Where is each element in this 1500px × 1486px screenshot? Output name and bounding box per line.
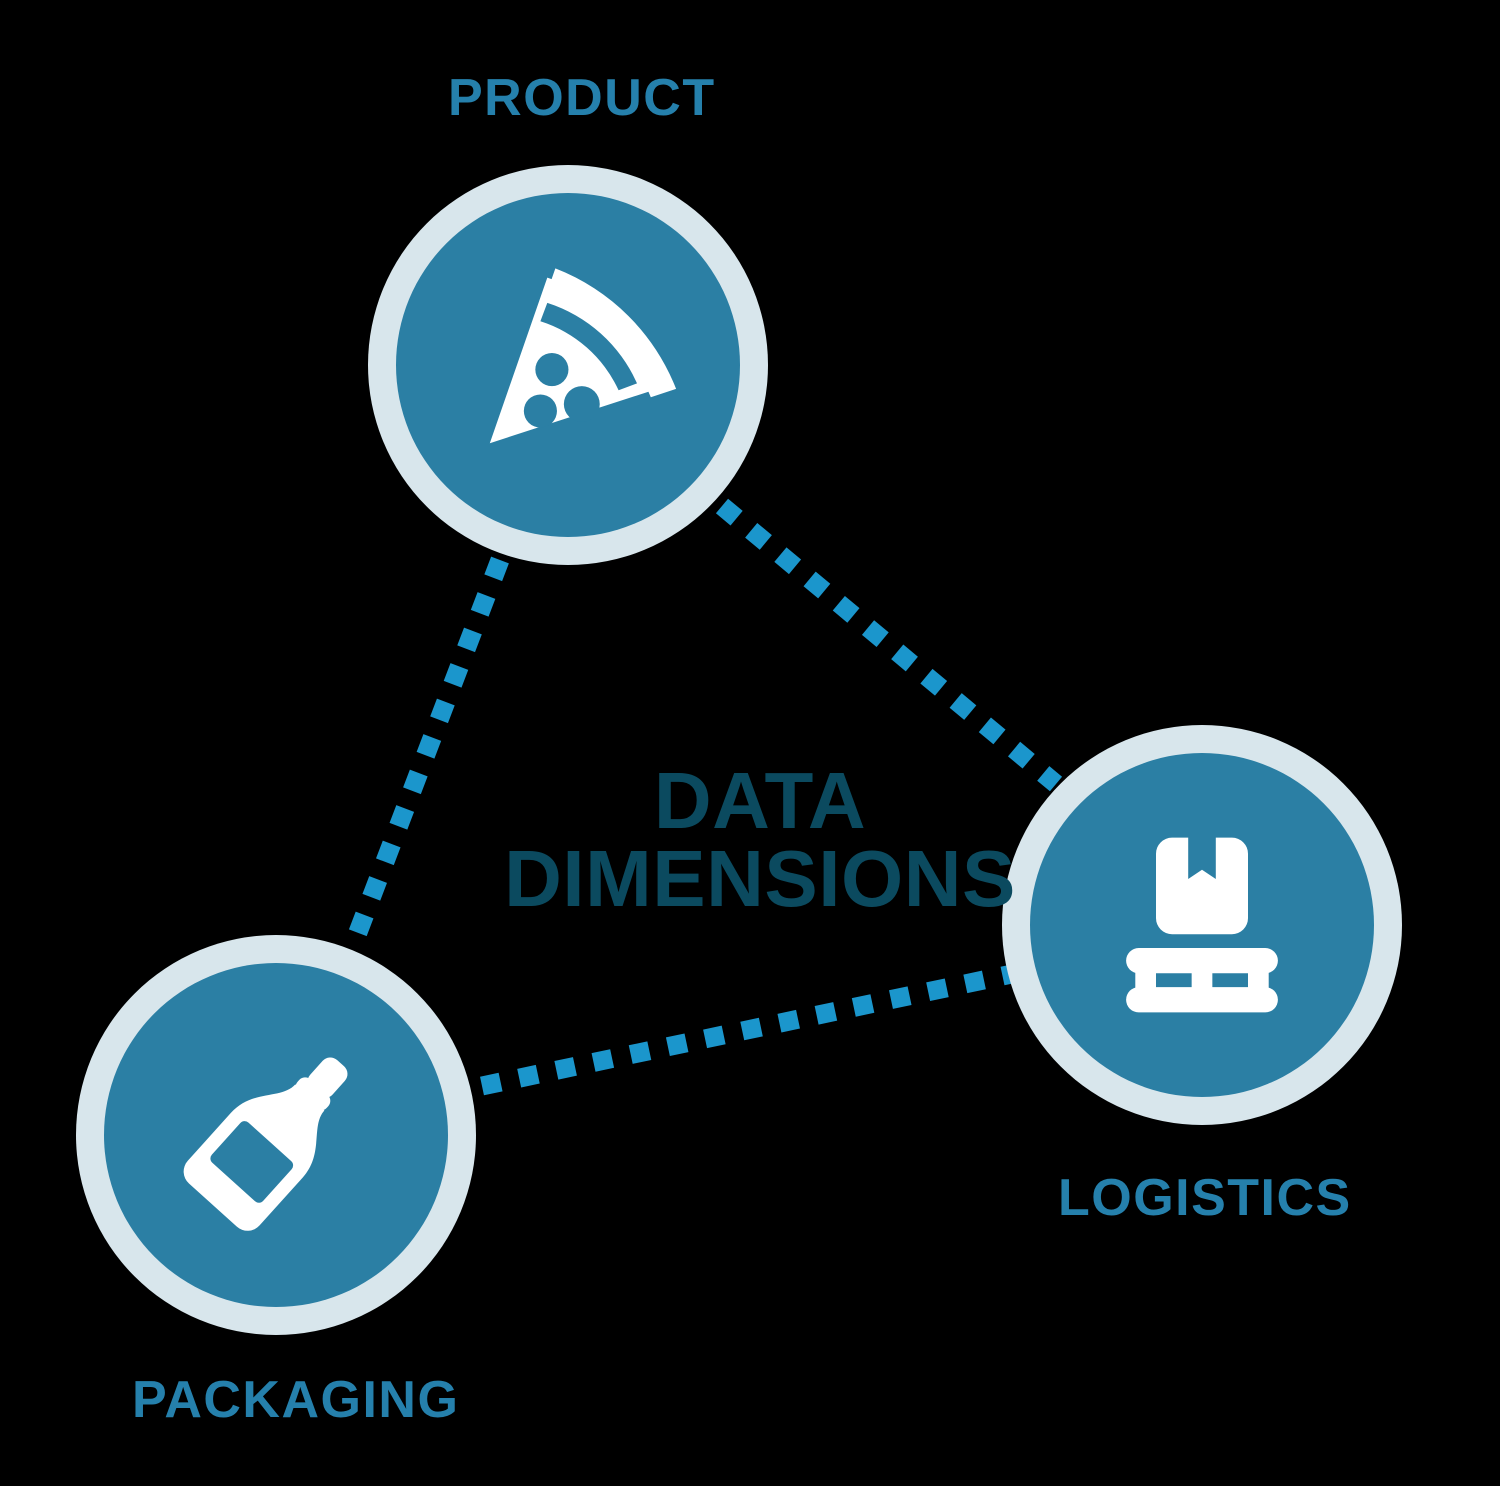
node-label-packaging: PACKAGING xyxy=(132,1371,460,1429)
connector-packaging-logistics xyxy=(480,964,1014,1096)
box-on-pallet-icon xyxy=(1002,725,1402,1125)
bottle-icon xyxy=(76,935,476,1335)
page-title-line1: DATA xyxy=(653,756,867,845)
page-title: DATA DIMENSIONS xyxy=(430,761,1090,924)
node-packaging[interactable] xyxy=(76,935,476,1335)
node-logistics[interactable] xyxy=(1002,725,1402,1125)
connector-product-packaging xyxy=(343,556,509,952)
page-title-line2: DIMENSIONS xyxy=(504,834,1016,924)
pizza-slice-icon xyxy=(368,165,768,565)
node-product[interactable] xyxy=(368,165,768,565)
node-label-logistics: LOGISTICS xyxy=(1058,1169,1352,1227)
node-label-product: PRODUCT xyxy=(448,69,716,127)
